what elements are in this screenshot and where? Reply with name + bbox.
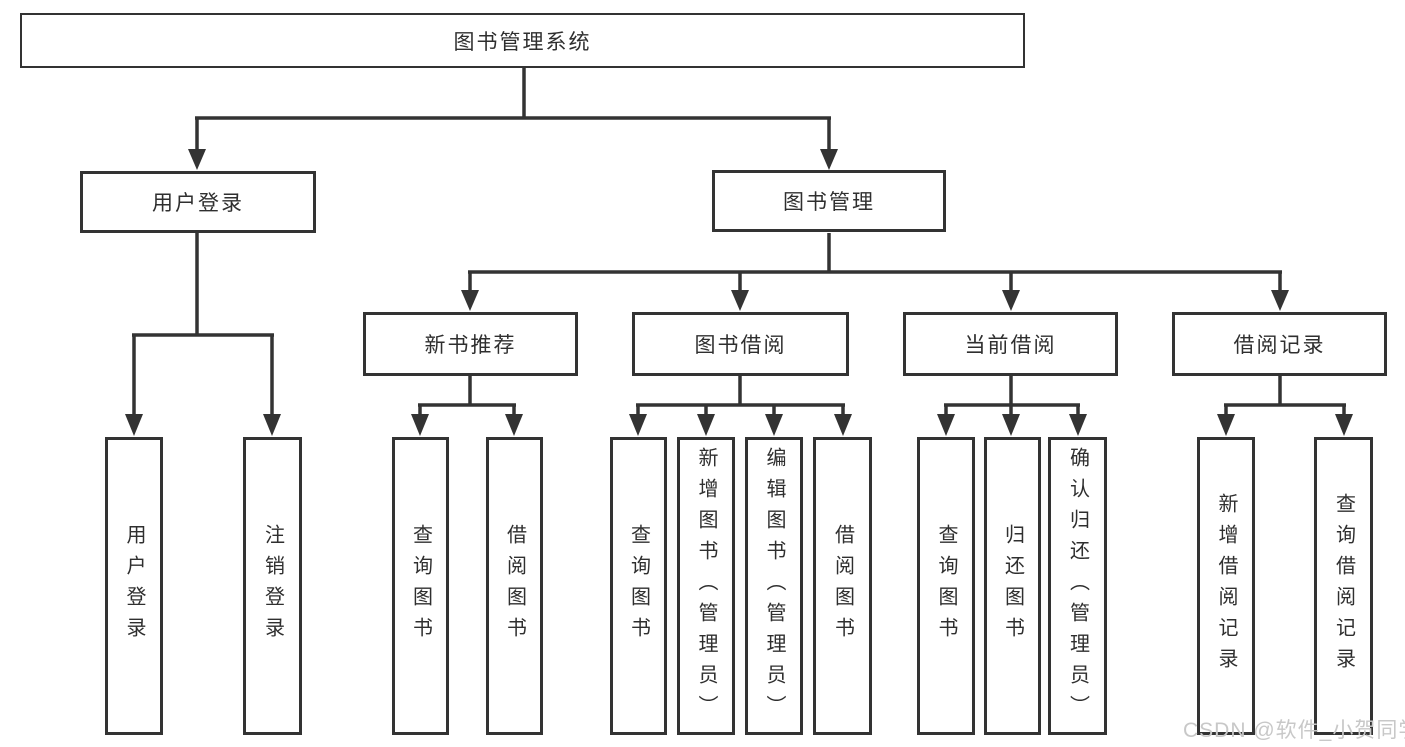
leaf-query-books-current: 查询图书: [917, 437, 975, 735]
leaf-user-login: 用户登录: [105, 437, 163, 735]
node-label: 图书管理: [783, 191, 875, 214]
node-label: 查询借阅记录: [1332, 493, 1355, 679]
leaf-add-books-admin: 新增图书（管理员）: [677, 437, 735, 735]
node-new-book-recommend: 新书推荐: [363, 312, 578, 376]
node-label: 借阅图书: [503, 524, 526, 648]
leaf-confirm-return-admin: 确认归还（管理员）: [1048, 437, 1107, 735]
leaf-add-borrow-record: 新增借阅记录: [1197, 437, 1255, 735]
node-label: 查询图书: [627, 524, 650, 648]
node-label: 查询图书: [409, 524, 432, 648]
leaf-query-borrow-record: 查询借阅记录: [1314, 437, 1373, 735]
leaf-edit-books-admin: 编辑图书（管理员）: [745, 437, 803, 735]
node-current-borrowing: 当前借阅: [903, 312, 1118, 376]
node-label: 用户登录: [152, 192, 244, 215]
csdn-watermark: CSDN @软件_小贺同学: [1183, 719, 1405, 742]
leaf-query-books-borrowing: 查询图书: [610, 437, 667, 735]
leaf-borrow-books: 借阅图书: [813, 437, 872, 735]
node-borrowing-records: 借阅记录: [1172, 312, 1387, 376]
node-label: 新书推荐: [424, 334, 517, 357]
node-label: 注销登录: [261, 524, 284, 648]
node-label: 归还图书: [1001, 524, 1024, 648]
node-label: 借阅记录: [1233, 334, 1326, 357]
node-label: 当前借阅: [964, 334, 1057, 357]
leaf-query-books-recommend: 查询图书: [392, 437, 449, 735]
node-label: 编辑图书（管理员）: [763, 446, 785, 726]
leaf-return-books: 归还图书: [984, 437, 1041, 735]
node-book-borrowing: 图书借阅: [632, 312, 849, 376]
leaf-logout: 注销登录: [243, 437, 302, 735]
node-label: 确认归还（管理员）: [1066, 446, 1089, 726]
node-label: 图书借阅: [694, 334, 787, 357]
node-label: 新增借阅记录: [1215, 493, 1237, 679]
node-label: 新增图书（管理员）: [695, 446, 717, 726]
node-root-library-system: 图书管理系统: [20, 13, 1025, 68]
node-label: 图书管理系统: [453, 30, 592, 54]
node-user-login: 用户登录: [80, 171, 316, 233]
node-book-management: 图书管理: [712, 170, 946, 232]
leaf-borrow-books-recommend: 借阅图书: [486, 437, 543, 735]
node-label: 借阅图书: [831, 524, 854, 648]
node-label: 用户登录: [123, 524, 145, 648]
node-label: 查询图书: [935, 524, 957, 648]
arrowheads: [125, 149, 1353, 436]
